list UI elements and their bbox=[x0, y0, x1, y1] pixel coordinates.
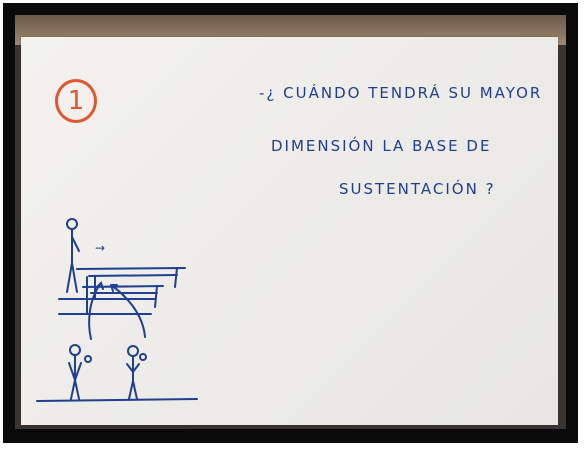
figure-left-leg-left bbox=[70, 379, 76, 400]
photo: 1 -¿ CUÁNDO TENDRÁ SU MAYOR DIMENSIÓN LA… bbox=[15, 15, 566, 429]
question-line-3: SUSTENTACIÓN ? bbox=[339, 180, 496, 198]
curve-arrow-right-head bbox=[110, 284, 118, 292]
card-number: 1 bbox=[55, 79, 97, 123]
curve-arrow-left bbox=[88, 282, 102, 340]
figure-right-arms bbox=[126, 363, 140, 374]
figure-left-head bbox=[69, 344, 81, 356]
figure-right-leg-right bbox=[132, 380, 138, 400]
ground-line bbox=[36, 398, 198, 402]
question-line-1: -¿ CUÁNDO TENDRÁ SU MAYOR bbox=[259, 84, 543, 102]
direction-arrow-icon: → bbox=[95, 241, 105, 255]
bar-middle-post bbox=[154, 285, 158, 308]
figure-top-leg-right bbox=[71, 262, 78, 293]
bar-top-post bbox=[174, 267, 178, 288]
figure-left-hand bbox=[84, 355, 92, 363]
figure-right-head bbox=[127, 345, 139, 357]
figure-top-head bbox=[66, 218, 78, 230]
gymnastics-sketch: → bbox=[36, 218, 198, 402]
figure-top-leg-left bbox=[66, 262, 73, 293]
figure-right-leg-left bbox=[128, 380, 134, 400]
bar-top bbox=[76, 267, 186, 270]
bar-top-lower bbox=[88, 274, 178, 277]
figure-top-arm bbox=[71, 236, 80, 252]
figure-right-hand bbox=[139, 353, 147, 361]
question-line-2: DIMENSIÓN LA BASE DE bbox=[271, 137, 492, 155]
figure-left-leg-right bbox=[74, 379, 80, 400]
curve-arrow-right bbox=[110, 284, 146, 338]
index-card: 1 -¿ CUÁNDO TENDRÁ SU MAYOR DIMENSIÓN LA… bbox=[21, 37, 558, 425]
curve-arrow-left-head bbox=[96, 281, 104, 290]
image-frame: 1 -¿ CUÁNDO TENDRÁ SU MAYOR DIMENSIÓN LA… bbox=[3, 3, 578, 443]
